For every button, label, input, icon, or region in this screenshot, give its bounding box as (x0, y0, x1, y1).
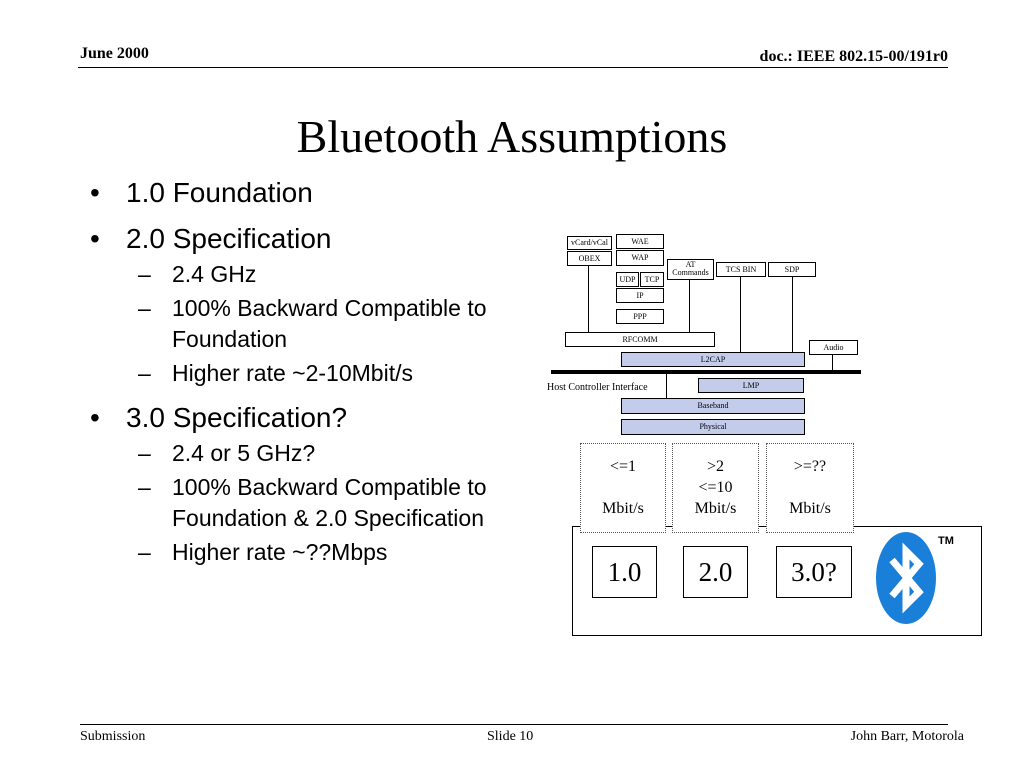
udp-box: UDP (616, 272, 639, 287)
version-box-3: 3.0? (776, 546, 852, 598)
footer-author: John Barr, Motorola (850, 729, 964, 744)
bullet-text: 1.0 Foundation (126, 177, 313, 208)
bullet-item: 1.0 Foundation (88, 176, 508, 210)
connector-line (666, 370, 667, 400)
obex-box: OBEX (567, 251, 612, 266)
rate-box-1: <=1 Mbit/s (580, 443, 666, 533)
l2cap-box: L2CAP (621, 352, 805, 367)
hci-bar (551, 370, 861, 374)
version-box-2: 2.0 (683, 546, 748, 598)
rate-box-3: >=?? Mbit/s (766, 443, 854, 533)
sub-bullet-item: 100% Backward Compatible to Foundation (126, 293, 508, 355)
ppp-box: PPP (616, 309, 664, 324)
footer-divider (80, 724, 948, 725)
rate-line: Mbit/s (789, 500, 831, 517)
at-commands-box: AT Commands (667, 259, 714, 280)
wae-box: WAE (616, 234, 664, 249)
bullet-list: 1.0 Foundation 2.0 Specification 2.4 GHz… (88, 176, 508, 568)
footer-submission: Submission (80, 729, 146, 744)
bullet-text: 2.0 Specification (126, 223, 332, 254)
rate-line: >=?? (793, 458, 827, 475)
trademark-label: TM (938, 535, 954, 547)
bullet-text: 3.0 Specification? (126, 402, 348, 433)
connector-line (689, 280, 690, 332)
rune-shape (889, 542, 924, 614)
connector-line (588, 266, 589, 332)
bullet-item: 2.0 Specification 2.4 GHz 100% Backward … (88, 222, 508, 389)
rate-line: >2 (706, 458, 725, 475)
tcp-box: TCP (640, 272, 664, 287)
sub-bullet-item: 2.4 or 5 GHz? (126, 438, 508, 469)
sub-bullet-item: Higher rate ~??Mbps (126, 537, 508, 568)
footer-slide-number: Slide 10 (487, 729, 534, 744)
rfcomm-box: RFCOMM (565, 332, 715, 347)
version-box-1: 1.0 (592, 546, 657, 598)
slide-title: Bluetooth Assumptions (296, 111, 728, 162)
rate-line (581, 477, 665, 498)
header-doc-id: doc.: IEEE 802.15-00/191r0 (759, 48, 948, 65)
ip-box: IP (616, 288, 664, 303)
sub-bullet-item: 100% Backward Compatible to Foundation &… (126, 472, 508, 534)
rate-line: Mbit/s (694, 500, 737, 517)
bluetooth-logo-icon (876, 532, 936, 624)
tcs-bin-box: TCS BIN (716, 262, 766, 277)
header-date: June 2000 (80, 45, 149, 62)
connector-line (792, 276, 793, 354)
connector-line (832, 354, 833, 374)
vcard-box: vCard/vCal (567, 236, 612, 250)
bullet-item: 3.0 Specification? 2.4 or 5 GHz? 100% Ba… (88, 401, 508, 568)
rate-line: <=1 (609, 458, 637, 475)
baseband-box: Baseband (621, 398, 805, 414)
rate-line (767, 477, 853, 498)
sub-bullet-item: Higher rate ~2-10Mbit/s (126, 358, 508, 389)
sub-bullet-item: 2.4 GHz (126, 259, 508, 290)
at-commands-line2: Commands (672, 268, 709, 277)
hci-label: Host Controller Interface (547, 382, 648, 393)
connector-line (740, 276, 741, 354)
header-divider (78, 67, 948, 68)
at-commands-line1: AT (685, 260, 696, 269)
rate-line: Mbit/s (602, 500, 644, 517)
wap-box: WAP (616, 250, 664, 266)
rate-box-2: >2 <=10 Mbit/s (672, 443, 759, 533)
physical-box: Physical (621, 419, 805, 435)
rate-line: <=10 (698, 479, 733, 496)
audio-box: Audio (809, 340, 858, 355)
lmp-box: LMP (698, 378, 804, 393)
sdp-box: SDP (768, 262, 816, 277)
